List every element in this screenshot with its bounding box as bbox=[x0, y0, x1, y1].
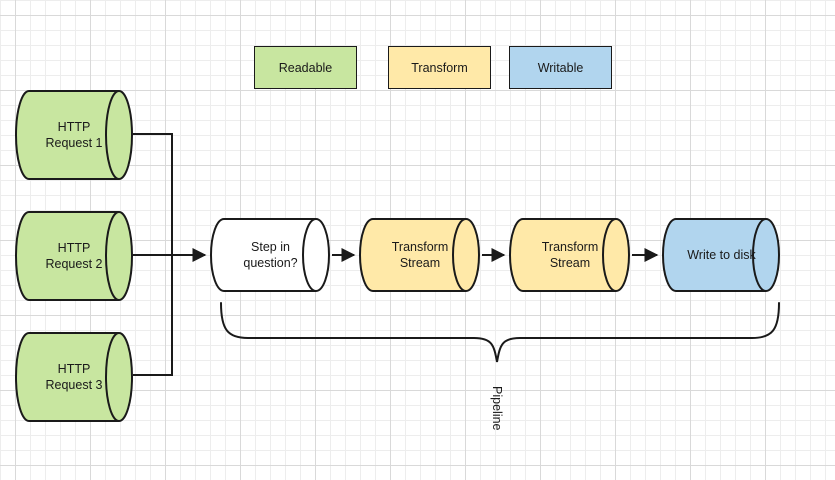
legend-writable-label: Writable bbox=[537, 60, 584, 75]
legend-readable: Readable bbox=[254, 46, 357, 89]
node-http-request-1[interactable]: HTTP Request 1 bbox=[15, 90, 133, 180]
node-transform-stream-2[interactable]: Transform Stream bbox=[509, 218, 630, 292]
edge-req3-to-bus bbox=[133, 255, 173, 376]
node-step-in-question[interactable]: Step in question? bbox=[210, 218, 330, 292]
pipeline-brace bbox=[220, 302, 780, 363]
legend-readable-label: Readable bbox=[278, 60, 333, 75]
edge-req1-to-bus bbox=[133, 133, 173, 255]
node-http-request-3[interactable]: HTTP Request 3 bbox=[15, 332, 133, 422]
node-http-request-2[interactable]: HTTP Request 2 bbox=[15, 211, 133, 301]
legend-transform-label: Transform bbox=[411, 60, 468, 75]
node-transform-stream-1[interactable]: Transform Stream bbox=[359, 218, 480, 292]
legend-writable: Writable bbox=[509, 46, 612, 89]
node-write-to-disk[interactable]: Write to disk bbox=[662, 218, 780, 292]
legend-transform: Transform bbox=[388, 46, 491, 89]
pipeline-brace-label: Pipeline bbox=[490, 386, 504, 431]
